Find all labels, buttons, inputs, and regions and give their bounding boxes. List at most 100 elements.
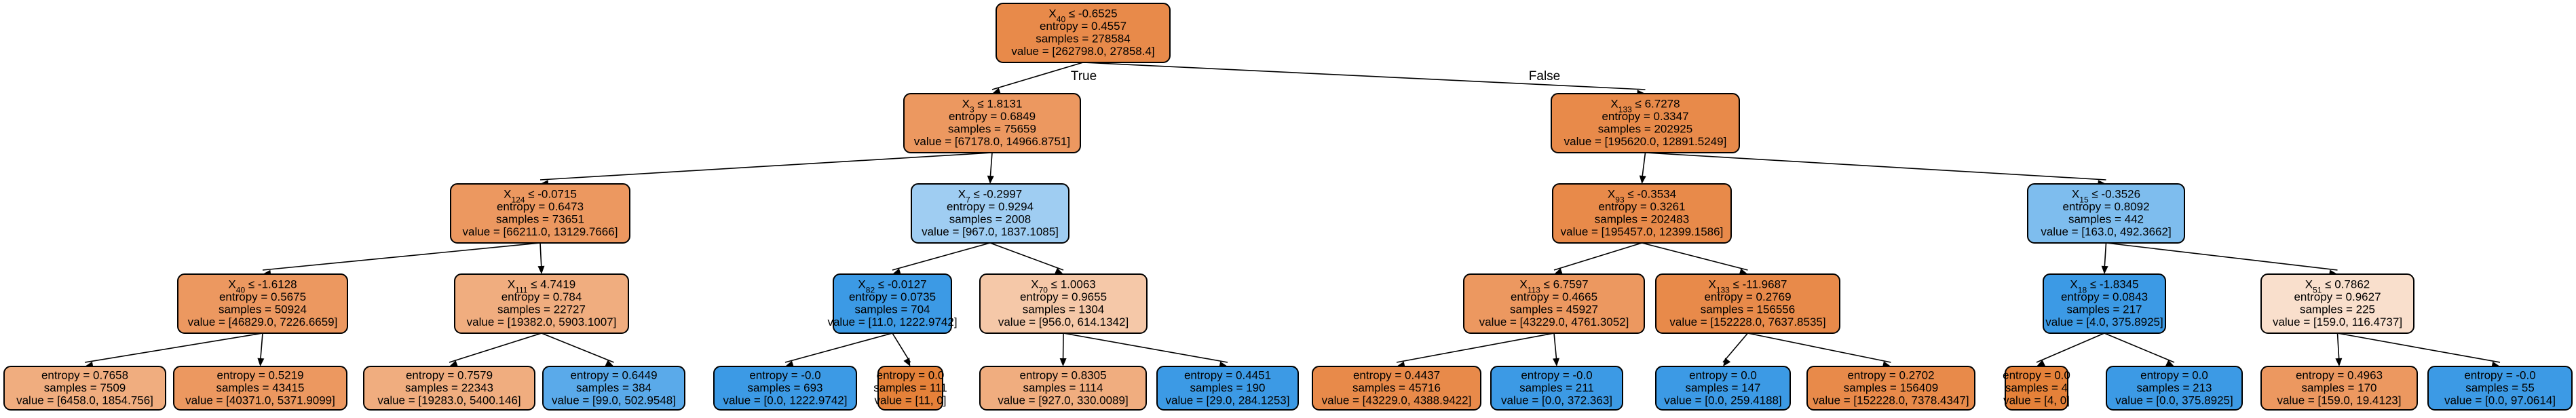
- tree-edge-arrowhead: [2335, 358, 2343, 366]
- tree-node-box: [2106, 366, 2243, 411]
- node-value: value = [956.0, 614.1342]: [998, 316, 1129, 328]
- node-value: value = [43229.0, 4761.3052]: [1479, 316, 1629, 328]
- split-feature-index: 7: [966, 195, 970, 205]
- split-feature-index: 133: [1618, 105, 1632, 115]
- tree-edge: [1642, 242, 1748, 271]
- node-samples: samples = 4: [2005, 381, 2068, 394]
- node-value: value = [0.0, 375.8925]: [2115, 394, 2233, 406]
- tree-edge: [541, 332, 614, 363]
- tree-edge: [892, 242, 991, 271]
- node-entropy: entropy = 0.5219: [216, 368, 303, 381]
- node-entropy: entropy = 0.4963: [2296, 368, 2383, 381]
- node-entropy: entropy = 0.0735: [849, 290, 936, 303]
- tree-edge-arrowhead: [1059, 358, 1067, 366]
- node-samples: samples = 442: [2068, 213, 2144, 226]
- node-samples: samples = 45716: [1352, 381, 1441, 394]
- tree-node-box: [2427, 366, 2573, 411]
- tree-edge-arrowhead: [537, 265, 545, 274]
- split-feature-index: 18: [2078, 286, 2087, 295]
- split-feature-index: 124: [511, 195, 525, 205]
- node-split-condition: X40 ≤ -0.6525: [1048, 7, 1117, 24]
- split-threshold: ≤ -0.0715: [525, 188, 576, 201]
- node-samples: samples = 190: [1190, 381, 1265, 394]
- node-value: value = [0.0, 1222.9742]: [723, 394, 848, 406]
- node-samples: samples = 217: [2066, 303, 2142, 316]
- split-threshold: ≤ 1.0063: [1048, 278, 1096, 291]
- node-entropy: entropy = 0.7658: [41, 368, 128, 381]
- tree-edge-arrowhead: [903, 358, 911, 366]
- tree-edge-arrowhead: [785, 360, 794, 368]
- tree-edges: [84, 62, 2501, 368]
- tree-edge: [2104, 242, 2107, 271]
- tree-node-box: [2005, 366, 2068, 411]
- node-entropy: entropy = -0.0: [2464, 368, 2535, 381]
- tree-node-box: [454, 273, 629, 334]
- edge-label-true: True: [1071, 69, 1097, 83]
- node-split-condition: X15 ≤ -0.3526: [2072, 188, 2140, 205]
- node-samples: samples = 43415: [216, 381, 305, 394]
- node-entropy: entropy = 0.6449: [570, 368, 657, 381]
- node-entropy: entropy = 0.0: [877, 368, 945, 381]
- split-feature-index: 111: [515, 286, 528, 295]
- split-feature-index: 133: [1716, 286, 1730, 295]
- node-samples: samples = 75659: [948, 123, 1036, 136]
- node-value: value = [927.0, 330.0089]: [998, 394, 1128, 406]
- node-entropy: entropy = 0.9627: [2294, 290, 2381, 303]
- split-threshold: ≤ 0.7862: [2322, 278, 2370, 291]
- tree-node-box: [1655, 366, 1791, 411]
- split-threshold: ≤ -11.9687: [1730, 278, 1787, 291]
- tree-edge: [1645, 152, 2106, 180]
- node-samples: samples = 50924: [219, 303, 307, 316]
- tree-edge-arrowhead: [892, 268, 901, 276]
- tree-node-box: [833, 273, 952, 334]
- node-entropy: entropy = 0.0: [2140, 368, 2208, 381]
- node-value: value = [159.0, 116.4737]: [2273, 316, 2402, 328]
- tree-edge-arrowhead: [1639, 175, 1646, 184]
- split-threshold: ≤ 6.7278: [1632, 98, 1680, 111]
- node-value: value = [11, 0]: [874, 394, 946, 406]
- node-samples: samples = 22727: [497, 303, 586, 316]
- tree-edge-arrowhead: [449, 360, 458, 367]
- tree-edge: [2104, 332, 2175, 363]
- node-entropy: entropy = 0.3347: [1602, 110, 1688, 123]
- split-threshold: ≤ -0.6525: [1065, 7, 1117, 20]
- node-entropy: entropy = 0.4557: [1040, 20, 1126, 33]
- tree-edge: [1396, 332, 1555, 363]
- split-threshold: ≤ -1.6128: [245, 278, 297, 291]
- node-split-condition: X82 ≤ -0.0127: [858, 278, 926, 295]
- split-feature-index: 70: [1039, 286, 1048, 295]
- node-samples: samples = 170: [2301, 381, 2376, 394]
- node-value: value = [46829.0, 7226.6659]: [188, 316, 338, 328]
- node-split-condition: X70 ≤ 1.0063: [1031, 278, 1095, 295]
- tree-edge: [991, 62, 1084, 90]
- node-value: value = [66211.0, 13129.7666]: [463, 225, 618, 238]
- split-feature-index: 3: [970, 105, 974, 115]
- split-feature: X: [2070, 278, 2077, 291]
- tree-node-box: [1463, 273, 1645, 334]
- tree-node-box: [2260, 273, 2414, 334]
- node-entropy: entropy = 0.784: [501, 290, 582, 303]
- node-samples: samples = 147: [1685, 381, 1760, 394]
- node-value: value = [99.0, 502.9548]: [552, 394, 676, 406]
- node-samples: samples = 7509: [44, 381, 126, 394]
- node-split-condition: X7 ≤ -0.2997: [958, 188, 1022, 205]
- node-value: value = [152228.0, 7378.4347]: [1813, 394, 1969, 406]
- tree-node-box: [979, 273, 1148, 334]
- tree-node-box: [996, 3, 1171, 63]
- split-threshold: ≤ -0.0127: [875, 278, 926, 291]
- node-samples: samples = 45927: [1510, 303, 1598, 316]
- tree-edge: [2337, 332, 2501, 363]
- node-value: value = [163.0, 492.3662]: [2041, 225, 2171, 238]
- node-samples: samples = 704: [854, 303, 930, 316]
- split-feature: X: [2072, 188, 2079, 201]
